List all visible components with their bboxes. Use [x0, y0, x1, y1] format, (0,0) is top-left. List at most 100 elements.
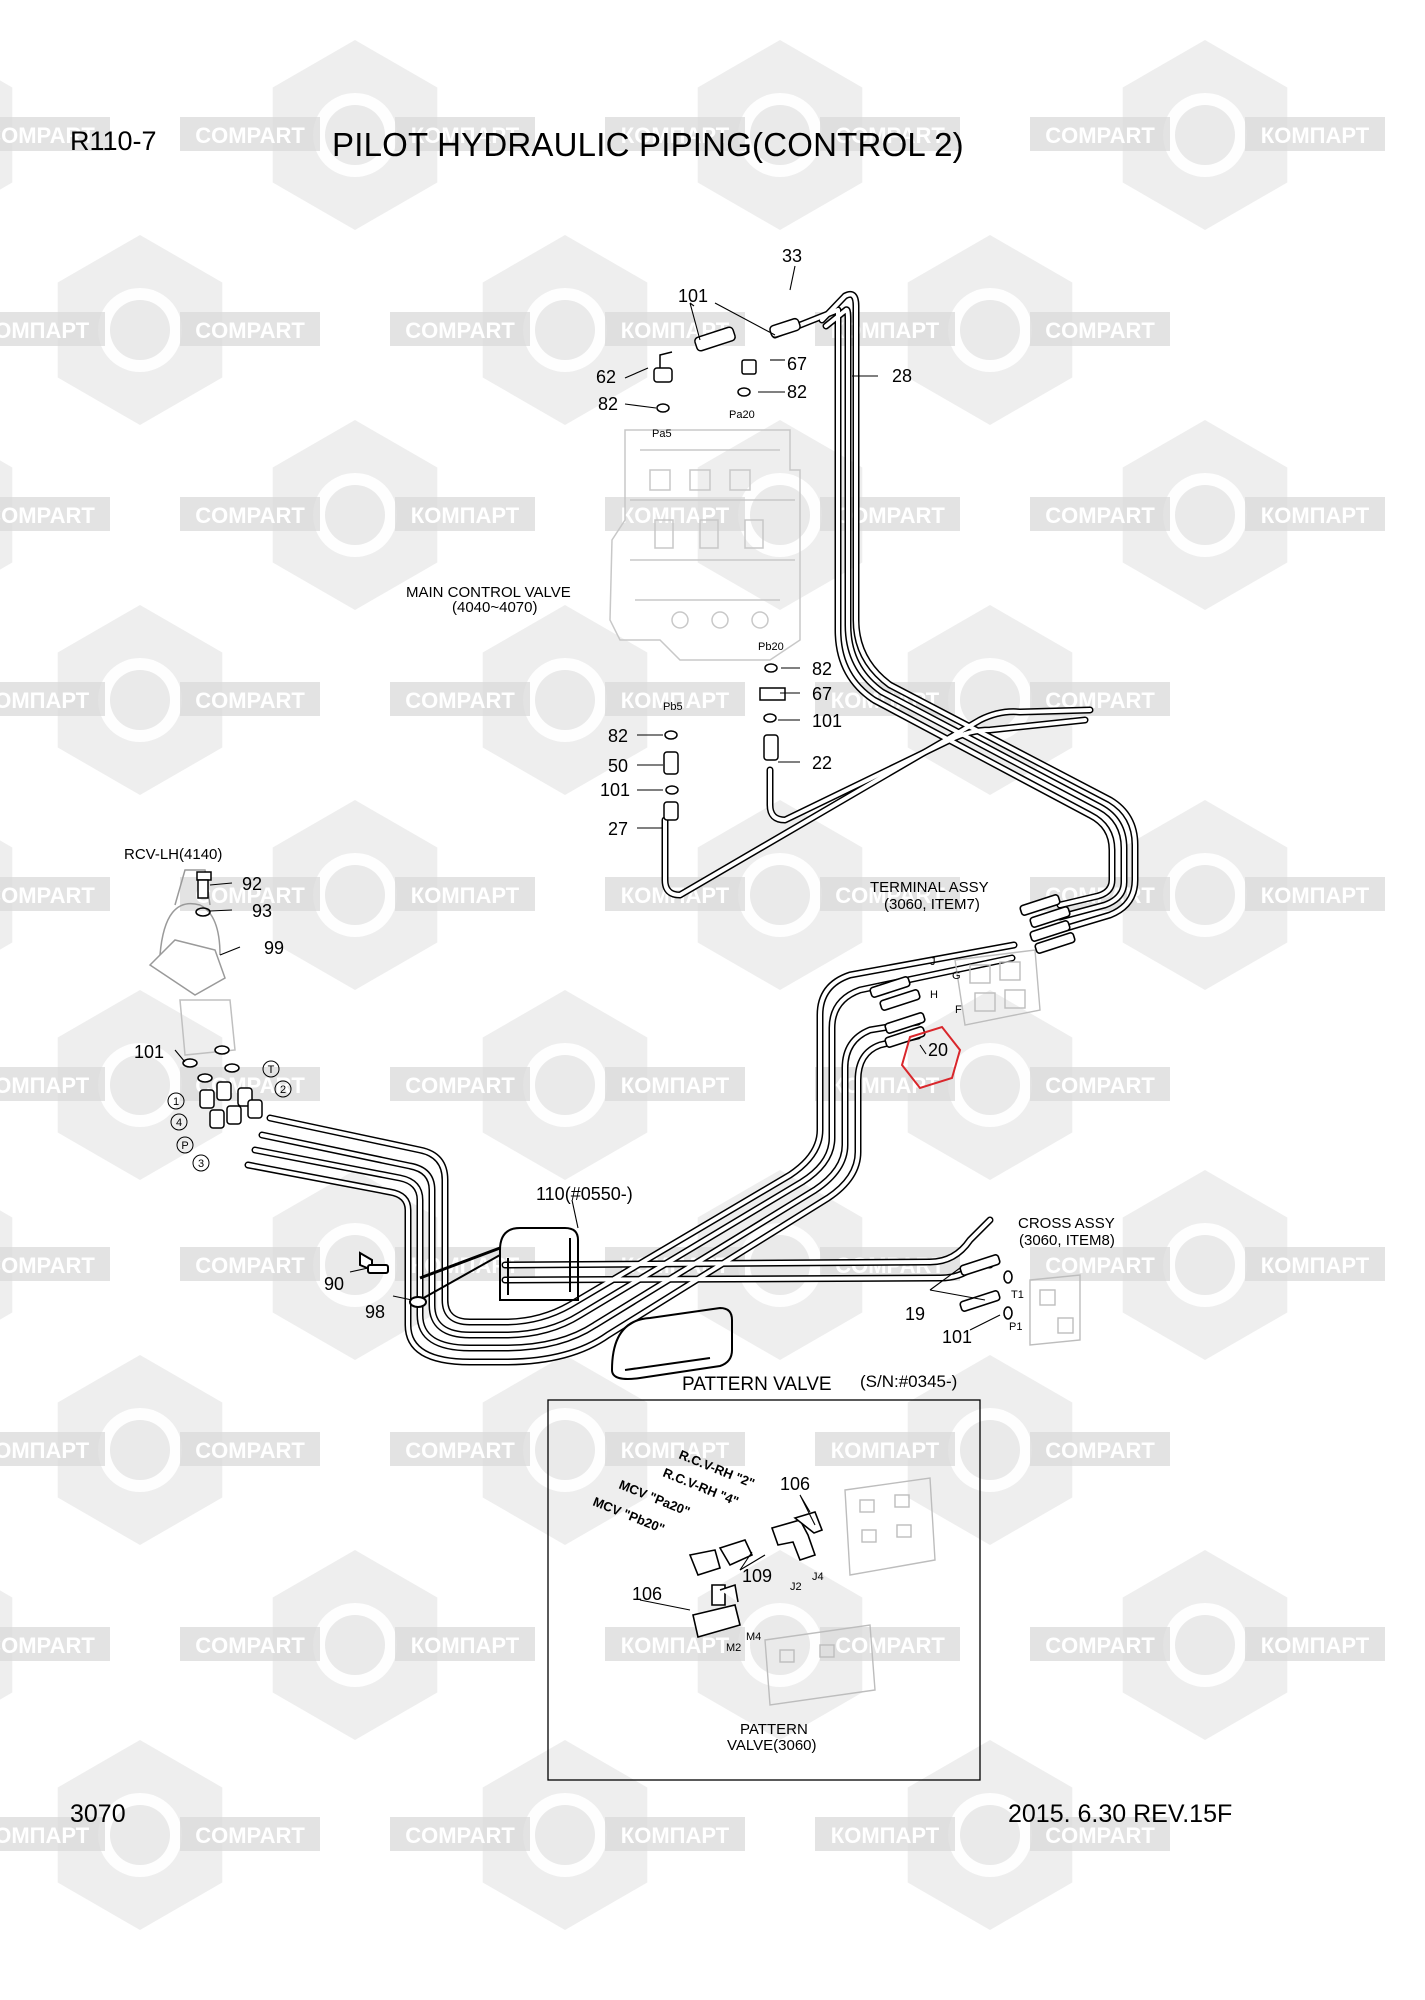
rcv-lh-label: RCV-LH(4140): [124, 846, 222, 863]
watermark-logo: COMPART КОМПАРТ: [1030, 420, 1385, 610]
watermark-text: КОМПАРТ: [1261, 1253, 1370, 1278]
watermark-text: COMPART: [195, 1253, 305, 1278]
pattern-valve-fittings: [688, 1511, 824, 1639]
pipe-bundle-main: [244, 290, 1139, 1366]
part-62: 62: [596, 367, 616, 387]
pattern-valve-sketch: [764, 1477, 936, 1706]
watermark-text: КОМПАРТ: [831, 1438, 940, 1463]
port-h: H: [930, 989, 938, 1001]
rcv-port-t: T: [268, 1064, 275, 1076]
part-28: 28: [892, 366, 912, 386]
cross-assy-label: CROSS ASSY: [1018, 1215, 1115, 1232]
watermark-text: КОМПАРТ: [411, 123, 520, 148]
watermark-logo: COMPART КОМПАРТ: [1030, 1170, 1385, 1360]
watermark-text: КОМПАРТ: [621, 688, 730, 713]
terminal-assy: [954, 949, 1041, 1026]
part-33: 33: [782, 246, 802, 266]
watermark-text: COMPART: [1045, 1438, 1155, 1463]
part-27: 27: [608, 819, 628, 839]
cross-assy-ref: (3060, ITEM8): [1019, 1232, 1115, 1249]
rcv-port-markers: [167, 1060, 292, 1172]
watermark-text: COMPART: [1045, 1253, 1155, 1278]
watermark-text: COMPART: [0, 1633, 95, 1658]
fittings-top: [653, 317, 801, 821]
part-93: 93: [252, 901, 272, 921]
watermark-text: COMPART: [195, 503, 305, 528]
watermark-text: COMPART: [0, 1253, 95, 1278]
part-50: 50: [608, 756, 628, 776]
part-19: 19: [905, 1304, 925, 1324]
port-j2: J2: [790, 1581, 802, 1593]
watermark-text: КОМПАРТ: [1261, 1633, 1370, 1658]
rcv-port-3: 3: [198, 1158, 204, 1170]
part-20: 20: [928, 1040, 948, 1060]
watermark-text: COMPART: [1045, 1073, 1155, 1098]
part-82-mid: 82: [812, 659, 832, 679]
watermark-text: COMPART: [0, 123, 95, 148]
part-67-top: 67: [787, 354, 807, 374]
watermark-text: COMPART: [195, 688, 305, 713]
watermark-text: COMPART: [195, 1633, 305, 1658]
part-98: 98: [365, 1302, 385, 1322]
watermark-text: КОМПАРТ: [1261, 503, 1370, 528]
part-110: 110(#0550-): [536, 1184, 633, 1204]
watermark-text: КОМПАРТ: [0, 1823, 90, 1848]
rcv-port-1: 1: [173, 1096, 179, 1108]
rcv-port-fittings: [182, 1045, 263, 1129]
watermark-text: COMPART: [405, 1823, 515, 1848]
watermark-text: COMPART: [405, 1438, 515, 1463]
watermark-logo: COMPART КОМПАРТ: [180, 1550, 535, 1740]
highlight-hexagon-part-20[interactable]: [900, 1025, 962, 1090]
watermark-text: КОМПАРТ: [1261, 883, 1370, 908]
port-pa20: Pa20: [729, 409, 755, 421]
rcv-lh: [148, 869, 236, 1056]
watermark-text: COMPART: [1045, 503, 1155, 528]
watermark-text: COMPART: [1045, 318, 1155, 343]
watermark-text: COMPART: [1045, 1823, 1155, 1848]
watermark-text: COMPART: [0, 883, 95, 908]
leader-lines: [174, 265, 1001, 1611]
terminal-assy-ref: (3060, ITEM7): [884, 896, 980, 913]
watermark-text: КОМПАРТ: [621, 503, 730, 528]
part-92: 92: [242, 874, 262, 894]
watermark-text: КОМПАРТ: [621, 1633, 730, 1658]
part-106-bottom: 106: [632, 1584, 662, 1604]
rcv-port-2: 2: [280, 1084, 286, 1096]
watermark-text: КОМПАРТ: [621, 1823, 730, 1848]
pattern-valve-label-1: PATTERN: [740, 1721, 808, 1738]
watermark-text: КОМПАРТ: [411, 1633, 520, 1658]
port-pb20: Pb20: [758, 641, 784, 653]
watermark-text: COMPART: [835, 123, 945, 148]
port-t1: T1: [1011, 1289, 1024, 1301]
part-82-left: 82: [608, 726, 628, 746]
pattern-valve-box: [547, 1399, 981, 1781]
part-101-rcv: 101: [134, 1042, 164, 1062]
main-control-valve: [609, 429, 801, 661]
part-22: 22: [812, 753, 832, 773]
port-m2: M2: [726, 1642, 741, 1654]
page-number: 3070: [70, 1800, 126, 1828]
watermark-text: COMPART: [0, 503, 95, 528]
rcv-port-4: 4: [176, 1117, 182, 1129]
port-j4: J4: [812, 1571, 824, 1583]
rcv-port-marker-text: T 1 2 4 P 3: [173, 1064, 286, 1170]
